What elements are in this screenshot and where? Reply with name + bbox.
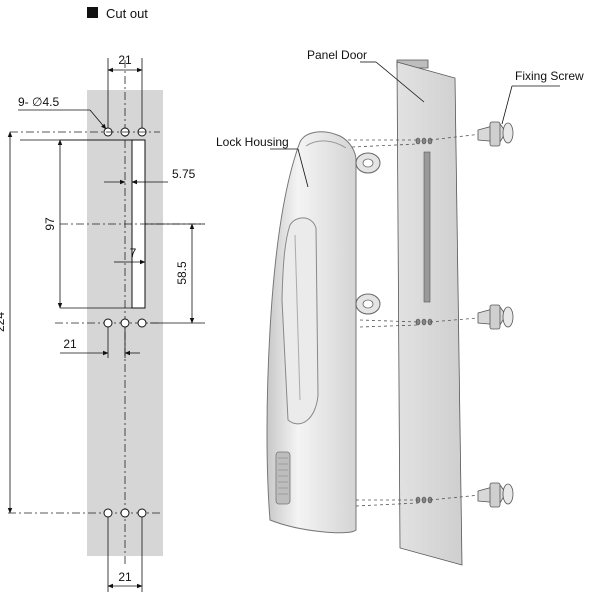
dim-slot-length: 97 [43, 217, 57, 231]
dim-hole-spacing: 21 [63, 337, 77, 351]
fixing-screw-bottom [477, 482, 514, 508]
lock-housing [266, 131, 381, 534]
dim-holes-label: 9- ∅4.5 [18, 95, 59, 109]
fixing-screw-middle [477, 304, 514, 330]
cutout-drawing: 21 9- ∅4.5 97 5.75 7 58.5 [0, 53, 205, 592]
label-lock-housing: Lock Housing [216, 135, 289, 149]
exploded-view: Panel Door Lock Housing Fixing Screw [216, 48, 584, 566]
legend-square-icon [87, 7, 98, 18]
mounting-lug-top [355, 152, 381, 174]
dim-slot-width: 5.75 [172, 167, 196, 181]
panel-door [396, 59, 463, 566]
dim-slot-offset: 7 [130, 246, 137, 260]
hole-row-bottom [103, 508, 147, 518]
mounting-lug-middle [355, 293, 381, 315]
label-fixing-screw: Fixing Screw [515, 69, 584, 83]
hole-row-middle [103, 318, 147, 328]
dim-overall-height: 224 [0, 312, 7, 332]
legend-label: Cut out [106, 6, 148, 21]
dim-top-width: 21 [118, 53, 132, 67]
dim-slot-to-middle: 58.5 [175, 261, 189, 285]
dim-bottom-width: 21 [118, 570, 132, 584]
label-panel-door: Panel Door [307, 48, 367, 62]
fixing-screw-top [477, 121, 514, 147]
